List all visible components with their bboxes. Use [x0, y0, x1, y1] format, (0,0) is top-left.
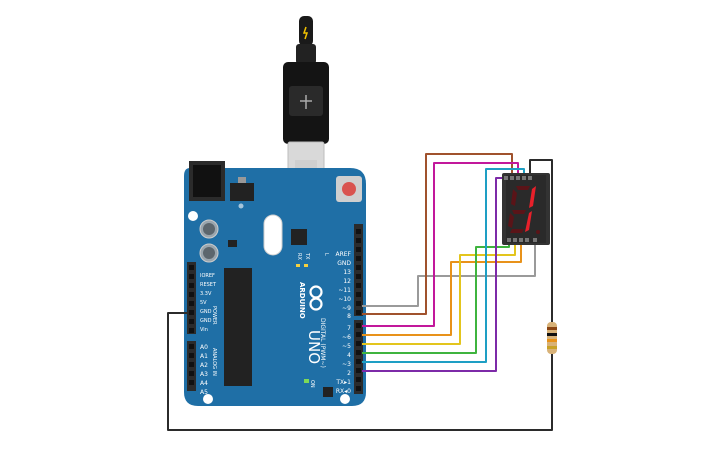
wire-pin8-brown[interactable]: [362, 153, 513, 315]
display-decimal-point: [536, 230, 540, 234]
wire-pin3-teal[interactable]: [362, 168, 525, 363]
display-pins-top: [504, 176, 532, 180]
digital-pin-4: 4: [347, 352, 351, 359]
arduino-board[interactable]: ARDUINO UNO TX RX L ON IOREF RESET 3.3V …: [184, 161, 366, 406]
digital-header-bottom[interactable]: [354, 320, 363, 394]
wire-pin7-magenta[interactable]: [362, 162, 519, 327]
power-header[interactable]: [187, 262, 196, 334]
power-header-label: POWER: [211, 306, 217, 325]
resistor[interactable]: [547, 322, 557, 354]
wire-pin9-gray[interactable]: [362, 243, 536, 307]
power-pin-gnd-2: GND: [200, 318, 212, 324]
digital-pin-3: ~3: [342, 361, 351, 368]
power-pin-5v: 5V: [200, 300, 207, 306]
microcontroller-chip: [224, 268, 252, 386]
digital-pin-13: 13: [343, 269, 351, 276]
analog-pin-a1: A1: [200, 353, 208, 360]
on-label: ON: [309, 380, 315, 388]
digital-pin-12: 12: [343, 278, 351, 285]
power-pin-gnd-1: GND: [200, 309, 212, 315]
wire-resistor-to-gnd-black[interactable]: [167, 312, 553, 431]
analog-pin-a5: A5: [200, 389, 208, 396]
analog-header-label: ANALOG IN: [211, 348, 217, 376]
seven-segment-display[interactable]: [502, 173, 550, 245]
wire-pin4-green[interactable]: [362, 243, 510, 354]
power-pin-ioref: IOREF: [200, 273, 215, 279]
digital-header-label: DIGITAL (PWM~): [319, 318, 326, 368]
wire-display-common-black[interactable]: [529, 159, 553, 323]
arduino-logo-icon: [309, 285, 323, 311]
digital-pin-9: ~9: [342, 305, 351, 312]
tx-label: TX: [304, 252, 310, 260]
digital-pin-tx1: TX▸1: [335, 379, 351, 386]
wire-pin5-yellow[interactable]: [362, 243, 516, 345]
board-brand: ARDUINO: [298, 282, 306, 319]
board-model: UNO: [305, 330, 323, 364]
display-segments-off: [508, 186, 530, 233]
power-pin-vin: Vin: [200, 327, 208, 333]
rx-label: RX: [296, 253, 302, 260]
right-header-pins: [356, 229, 361, 391]
wire-pin6-orange[interactable]: [362, 243, 522, 336]
power-pin-reset: RESET: [200, 282, 217, 288]
analog-pin-a2: A2: [200, 362, 208, 369]
digital-pin-6: ~6: [342, 334, 351, 341]
digital-pin-5: ~5: [342, 343, 351, 350]
digital-pin-rx0: RX◂0: [336, 388, 351, 395]
analog-pin-a0: A0: [200, 344, 208, 351]
display-pins-bottom: [507, 238, 537, 242]
on-led: [304, 379, 309, 383]
l-label: L: [323, 253, 329, 256]
display-digit-one: [525, 186, 536, 232]
power-pin-3v3: 3.3V: [200, 291, 212, 297]
digital-pin-2: 2: [347, 370, 351, 377]
wires: [167, 153, 553, 431]
digital-pin-8: 8: [347, 313, 351, 320]
analog-pin-a3: A3: [200, 371, 208, 378]
analog-pin-a4: A4: [200, 380, 208, 387]
digital-pin-gnd: GND: [337, 260, 351, 267]
digital-pin-aref: AREF: [335, 251, 351, 258]
digital-pin-7: 7: [347, 325, 351, 332]
left-header-pins: [189, 265, 194, 385]
digital-pin-11: ~11: [338, 287, 351, 294]
digital-pin-10: ~10: [338, 296, 351, 303]
